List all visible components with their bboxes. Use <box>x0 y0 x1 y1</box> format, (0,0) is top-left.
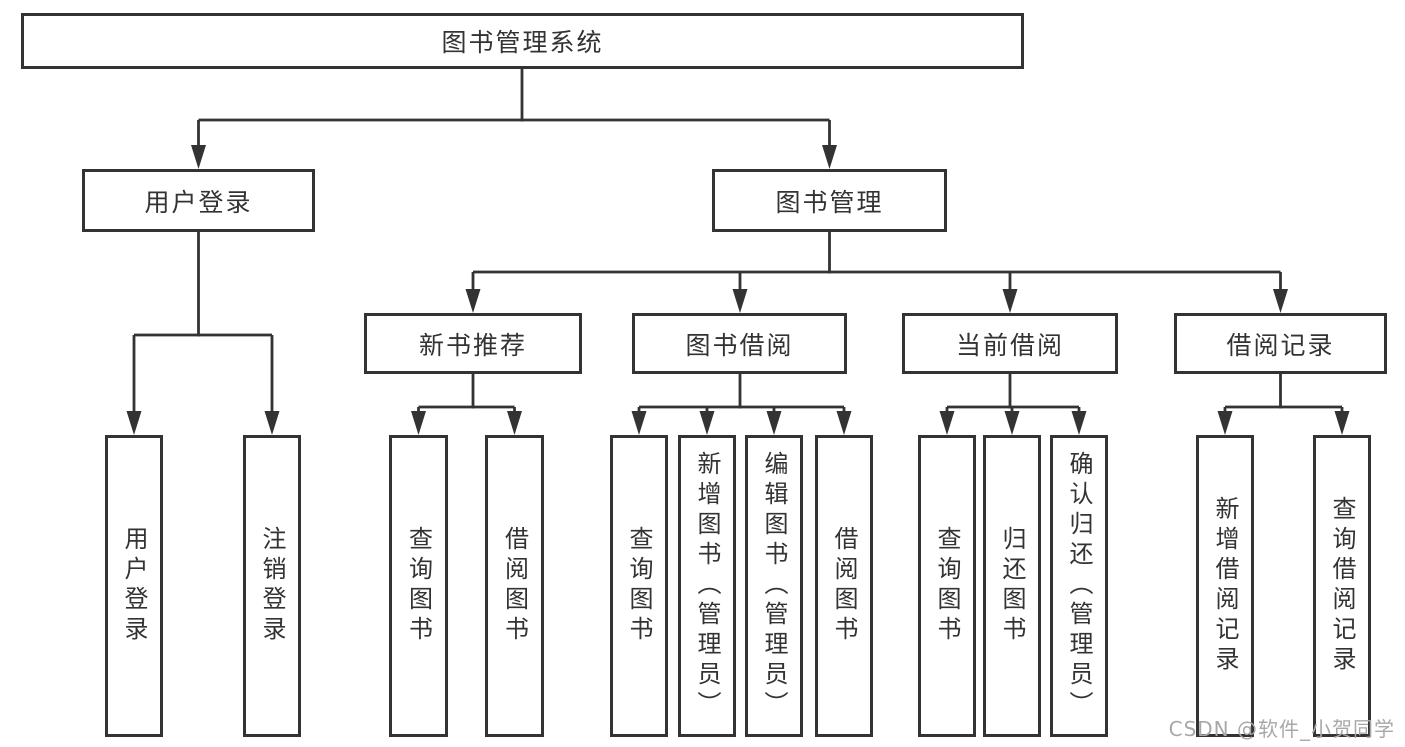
leaf-label: 新增图书（管理员） <box>693 451 721 721</box>
leaf-query-borrow-record: 查询借阅记录 <box>1313 435 1371 737</box>
arrow-icon <box>264 411 280 435</box>
arrow-icon <box>631 411 647 435</box>
leaf-add-borrow-record: 新增借阅记录 <box>1196 435 1254 737</box>
arrow-icon <box>1217 411 1233 435</box>
node-book-management: 图书管理 <box>712 169 947 232</box>
leaf-borrow-query-books: 查询图书 <box>610 435 668 737</box>
leaf-label: 用户登录 <box>120 526 148 646</box>
leaf-return-books: 归还图书 <box>983 435 1041 737</box>
node-current-borrow: 当前借阅 <box>902 313 1118 374</box>
leaf-logout: 注销登录 <box>243 435 301 737</box>
leaf-label: 确认归还（管理员） <box>1065 451 1093 721</box>
leaf-label: 查询图书 <box>404 526 433 646</box>
arrow-icon <box>1004 411 1020 435</box>
arrow-icon <box>822 145 837 169</box>
arrow-icon <box>1273 289 1288 313</box>
node-user-login: 用户登录 <box>82 169 315 232</box>
leaf-user-login: 用户登录 <box>105 435 163 737</box>
arrow-icon <box>836 411 852 435</box>
arrow-icon <box>411 411 426 435</box>
arrow-icon <box>1071 411 1087 435</box>
csdn-watermark: CSDN @软件_小贺同学 <box>1168 717 1395 741</box>
leaf-label: 查询借阅记录 <box>1328 496 1356 676</box>
arrow-icon <box>191 145 206 169</box>
arrow-icon <box>766 411 782 435</box>
arrow-icon <box>732 289 748 313</box>
arrow-icon <box>126 411 142 435</box>
leaf-edit-books-admin: 编辑图书（管理员） <box>745 435 803 737</box>
leaf-confirm-return-admin: 确认归还（管理员） <box>1050 435 1108 737</box>
arrow-icon <box>507 411 522 435</box>
leaf-label: 查询图书 <box>625 526 653 646</box>
leaf-label: 归还图书 <box>998 526 1026 646</box>
arrowheads <box>126 145 1350 435</box>
arrow-icon <box>1002 289 1018 313</box>
arrow-icon <box>939 411 955 435</box>
leaf-borrow-books: 借阅图书 <box>815 435 873 737</box>
node-book-borrow: 图书借阅 <box>632 313 847 374</box>
leaf-recommend-borrow-books: 借阅图书 <box>485 435 544 737</box>
node-root-system: 图书管理系统 <box>21 13 1024 69</box>
leaf-recommend-query-books: 查询图书 <box>389 435 448 737</box>
leaf-label: 新增借阅记录 <box>1211 496 1239 676</box>
arrow-icon <box>465 289 481 313</box>
leaf-label: 注销登录 <box>258 526 286 646</box>
node-new-book-recommend: 新书推荐 <box>364 313 582 374</box>
leaf-add-books-admin: 新增图书（管理员） <box>678 435 736 737</box>
node-borrow-records: 借阅记录 <box>1174 313 1387 374</box>
leaf-label: 借阅图书 <box>830 526 858 646</box>
arrow-icon <box>699 411 715 435</box>
leaf-label: 借阅图书 <box>500 526 529 646</box>
leaf-label: 编辑图书（管理员） <box>760 451 788 721</box>
leaf-label: 查询图书 <box>933 526 961 646</box>
leaf-current-query-books: 查询图书 <box>918 435 976 737</box>
arrow-icon <box>1334 411 1350 435</box>
